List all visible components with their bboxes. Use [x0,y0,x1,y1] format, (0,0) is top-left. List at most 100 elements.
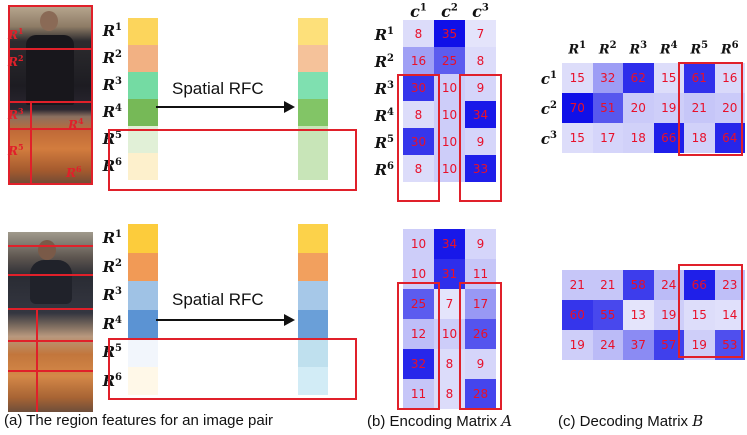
matrix-cell: 16 [714,63,745,93]
matrix-cell: 8 [403,101,434,128]
region-label: R3 [629,40,648,58]
photo-grid-line [8,370,93,372]
region-label: R3 [374,80,394,98]
photo-region-label: R2 [8,53,24,69]
matrix-cell: 11 [403,379,434,409]
rfc-label-1: Spatial RFC [172,79,264,98]
matrix-cell: 66 [684,270,715,300]
matrix-cell: 10 [403,229,434,259]
matrix-cell: 20 [623,93,654,123]
region-label: R2 [102,49,122,67]
arrow-right-icon [156,314,295,326]
matrix-cell: 15 [684,300,715,330]
matrix-cell: 10 [403,259,434,289]
region-label: R4 [102,103,122,121]
region-label: R2 [102,257,122,276]
matrix-cell: 9 [465,128,496,155]
feature-segment [298,45,328,72]
matrix-cell: 25 [434,47,465,74]
matrix-cell: 53 [714,330,745,360]
code-label: c3 [540,130,557,148]
region-label: R4 [374,107,394,125]
region-feature-bar-left-1 [128,18,158,180]
feature-segment [128,366,158,395]
matrix-cell: 9 [465,349,496,379]
region-feature-bar-right-2 [298,224,328,395]
feature-segment [298,224,328,253]
region-label: R2 [374,53,394,71]
highlight-box-r5-r6-1 [108,129,357,191]
feature-segment [298,153,328,180]
matrix-cell: 21 [562,270,593,300]
matrix-cell: 17 [592,123,623,153]
matrix-cell: 25 [403,289,434,319]
matrix-cell: 23 [714,270,745,300]
caption-a: (a) The region features for an image pai… [4,412,274,429]
matrix-cell: 18 [684,123,715,153]
matrix-cell: 58 [623,270,654,300]
region-label: R3 [102,286,122,304]
region-label: R3 [102,76,122,94]
matrix-cell: 19 [562,330,593,360]
feature-segment [128,72,158,99]
decoding-highlight-r5-r6-1 [678,62,743,156]
code-label: c3 [472,2,489,21]
code-label: c2 [441,2,458,21]
feature-segment [298,72,328,99]
region-label: R2 [598,40,617,58]
region-label: R6 [374,161,394,179]
feature-segment [298,281,328,310]
region-feature-bar-left-2 [128,224,158,395]
photo-region-label: R1 [8,26,24,42]
photo-grid-line [8,340,93,342]
feature-segment [128,153,158,180]
caption-c: (c) Decoding Matrix B [558,412,704,430]
feature-segment [298,366,328,395]
matrix-cell: 33 [465,155,496,182]
matrix-cell: 19 [684,330,715,360]
matrix-cell: 34 [465,101,496,128]
region-label: R1 [374,26,394,44]
matrix-cell: 70 [562,93,593,123]
matrix-cell: 18 [623,123,654,153]
matrix-cell: 8 [465,47,496,74]
matrix-cell: 20 [714,93,745,123]
feature-segment [128,45,158,72]
feature-segment [298,309,328,338]
photo-grid-line [36,308,38,412]
matrix-cell: 24 [592,330,623,360]
code-label: c1 [410,2,427,21]
matrix-cell: 28 [465,379,496,409]
region-label: R5 [690,40,709,58]
encoding-highlight-c1-1 [397,74,440,202]
matrix-cell: 16 [403,47,434,74]
matrix-cell: 7 [465,20,496,47]
photo-region-label: R3 [8,106,24,122]
photo-region-label: R6 [66,164,82,180]
matrix-cell: 26 [465,319,496,349]
highlight-box-r5-r6-2 [108,338,357,400]
matrix-cell: 9 [465,229,496,259]
encoding-highlight-c3-1 [459,74,502,202]
matrix-cell: 61 [684,63,715,93]
photo-region-label: R5 [8,142,24,158]
feature-segment [128,281,158,310]
feature-segment [128,309,158,338]
region-label: R1 [102,229,122,247]
matrix-cell: 13 [623,300,654,330]
matrix-cell: 11 [465,259,496,289]
photo-grid-line [30,101,32,185]
feature-segment [298,99,328,126]
code-label: c1 [540,70,557,88]
feature-segment [128,18,158,45]
photo-grid-line [8,274,93,276]
person-head [38,240,56,260]
matrix-cell: 35 [434,20,465,47]
matrix-cell: 15 [562,63,593,93]
photo-grid-line [8,128,93,130]
matrix-cell: 15 [562,123,593,153]
arrow-right-icon [156,101,295,113]
matrix-cell: 21 [592,270,623,300]
photo-region-box [8,5,93,185]
feature-segment [298,252,328,281]
